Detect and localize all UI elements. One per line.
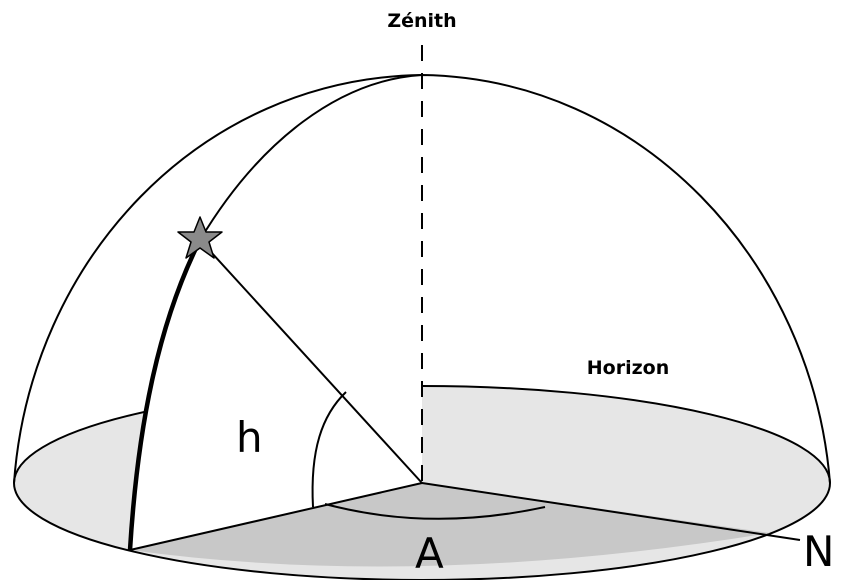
- altitude-arc: [311, 391, 347, 508]
- north-direction-line: [421, 482, 801, 541]
- altitude-label: h: [236, 413, 263, 462]
- horizon-label: Horizon: [587, 357, 669, 379]
- azimuth-label: A: [415, 529, 444, 578]
- star-icon: [177, 216, 223, 259]
- azimuth-arc: [324, 503, 546, 520]
- north-label: N: [803, 527, 834, 576]
- azimuth-sector: [130, 483, 770, 567]
- zenith-label: Zénith: [387, 10, 456, 32]
- altitude-vertical-arc: [127, 238, 203, 551]
- star-projection-line: [129, 482, 423, 551]
- star-vertical-circle: [199, 74, 423, 241]
- vertical-plane: [130, 75, 422, 550]
- line-of-sight: [199, 239, 423, 484]
